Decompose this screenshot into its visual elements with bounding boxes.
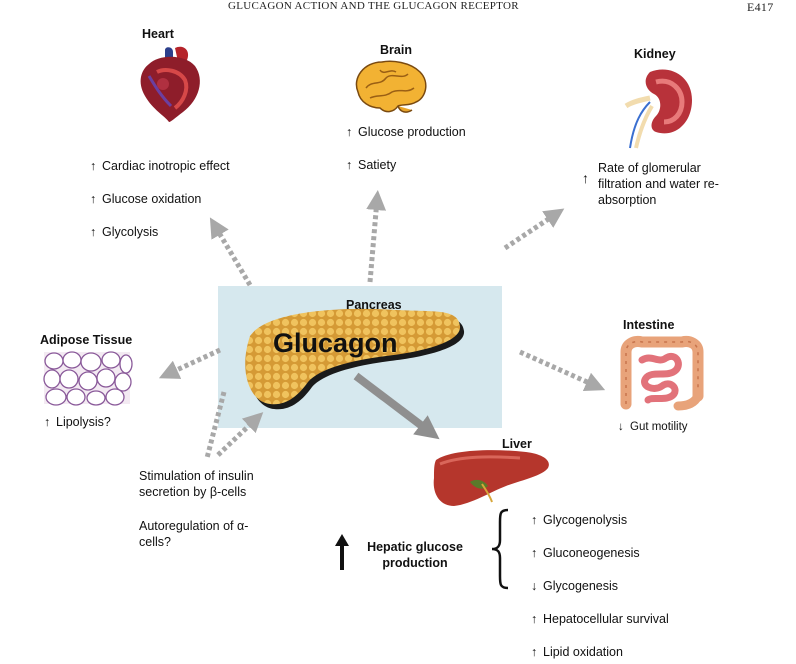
large-up-arrow-icon — [335, 534, 349, 570]
up-arrow-icon: ↑ — [346, 158, 353, 172]
up-arrow-icon: ↑ — [90, 159, 97, 173]
up-arrow-icon: ↑ — [346, 125, 353, 139]
brain-title: Brain — [380, 43, 412, 57]
running-header: GLUCAGON ACTION AND THE GLUCAGON RECEPTO… — [228, 0, 519, 12]
liver-illustration — [433, 450, 549, 506]
liver-title: Liver — [502, 437, 532, 451]
brain-effect-2: ↑Satiety — [346, 158, 397, 172]
intestine-illustration — [620, 336, 704, 411]
page-number: E417 — [747, 0, 774, 14]
arrow-to-intestine — [518, 349, 606, 392]
adipose-tissue-illustration — [43, 351, 133, 406]
arrow-to-brain — [366, 190, 387, 283]
arrow-to-adipose — [158, 347, 222, 379]
down-arrow-icon: ↓ — [531, 579, 538, 593]
kidney-title: Kidney — [634, 47, 676, 61]
brain-effect-1: ↑Glucose production — [346, 125, 466, 139]
pancreas-label: Pancreas — [346, 298, 402, 312]
adipose-effect-1: ↑Lipolysis? — [44, 415, 111, 429]
hepatic-glucose-production-label: Hepatic glucose production — [367, 540, 463, 570]
up-arrow-icon: ↑ — [531, 513, 538, 527]
up-arrow-icon: ↑ — [531, 612, 538, 626]
liver-effect-glycogenesis: ↓Glycogenesis — [531, 579, 619, 593]
kidney-effect-1: Rate of glomerular filtration and water … — [598, 161, 719, 207]
up-arrow-icon: ↑ — [44, 415, 51, 429]
liver-effect-lipid-oxidation: ↑Lipid oxidation — [531, 645, 623, 659]
liver-effect-gluconeogenesis: ↑Gluconeogenesis — [531, 546, 640, 560]
arrow-to-kidney — [503, 208, 565, 251]
liver-effect-hepatocellular-survival: ↑Hepatocellular survival — [531, 612, 669, 626]
up-arrow-icon: ↑ — [90, 225, 97, 239]
arrow-to-liver — [353, 372, 440, 440]
arrow-pancreas-down — [204, 391, 227, 459]
heart-effect-3: ↑Glycolysis — [90, 225, 159, 239]
up-arrow-icon: ↑ — [582, 170, 589, 186]
brace-icon — [491, 508, 509, 590]
heart-effect-1: ↑Cardiac inotropic effect — [90, 159, 230, 173]
up-arrow-icon: ↑ — [90, 192, 97, 206]
down-arrow-icon: ↓ — [618, 421, 624, 433]
pancreas-illustration — [245, 308, 465, 410]
up-arrow-icon: ↑ — [531, 546, 538, 560]
arrow-to-heart — [209, 217, 253, 287]
up-arrow-icon: ↑ — [531, 645, 538, 659]
heart-title: Heart — [142, 27, 174, 41]
brain-illustration — [355, 60, 427, 113]
intestine-effect-1: ↓Gut motility — [618, 421, 688, 433]
kidney-illustration — [624, 69, 692, 149]
intestine-title: Intestine — [623, 318, 675, 332]
adipose-title: Adipose Tissue — [40, 333, 133, 347]
heart-illustration — [140, 46, 200, 122]
glucagon-label: Glucagon — [273, 328, 398, 358]
insulin-stimulation-text: Stimulation of insulin secretion by β-ce… — [139, 469, 254, 499]
arrow-pancreas-up — [216, 412, 264, 457]
alpha-autoregulation-text: Autoregulation of α-cells? — [139, 519, 249, 549]
heart-effect-2: ↑Glucose oxidation — [90, 192, 202, 206]
liver-effect-glycogenolysis: ↑Glycogenolysis — [531, 513, 628, 527]
